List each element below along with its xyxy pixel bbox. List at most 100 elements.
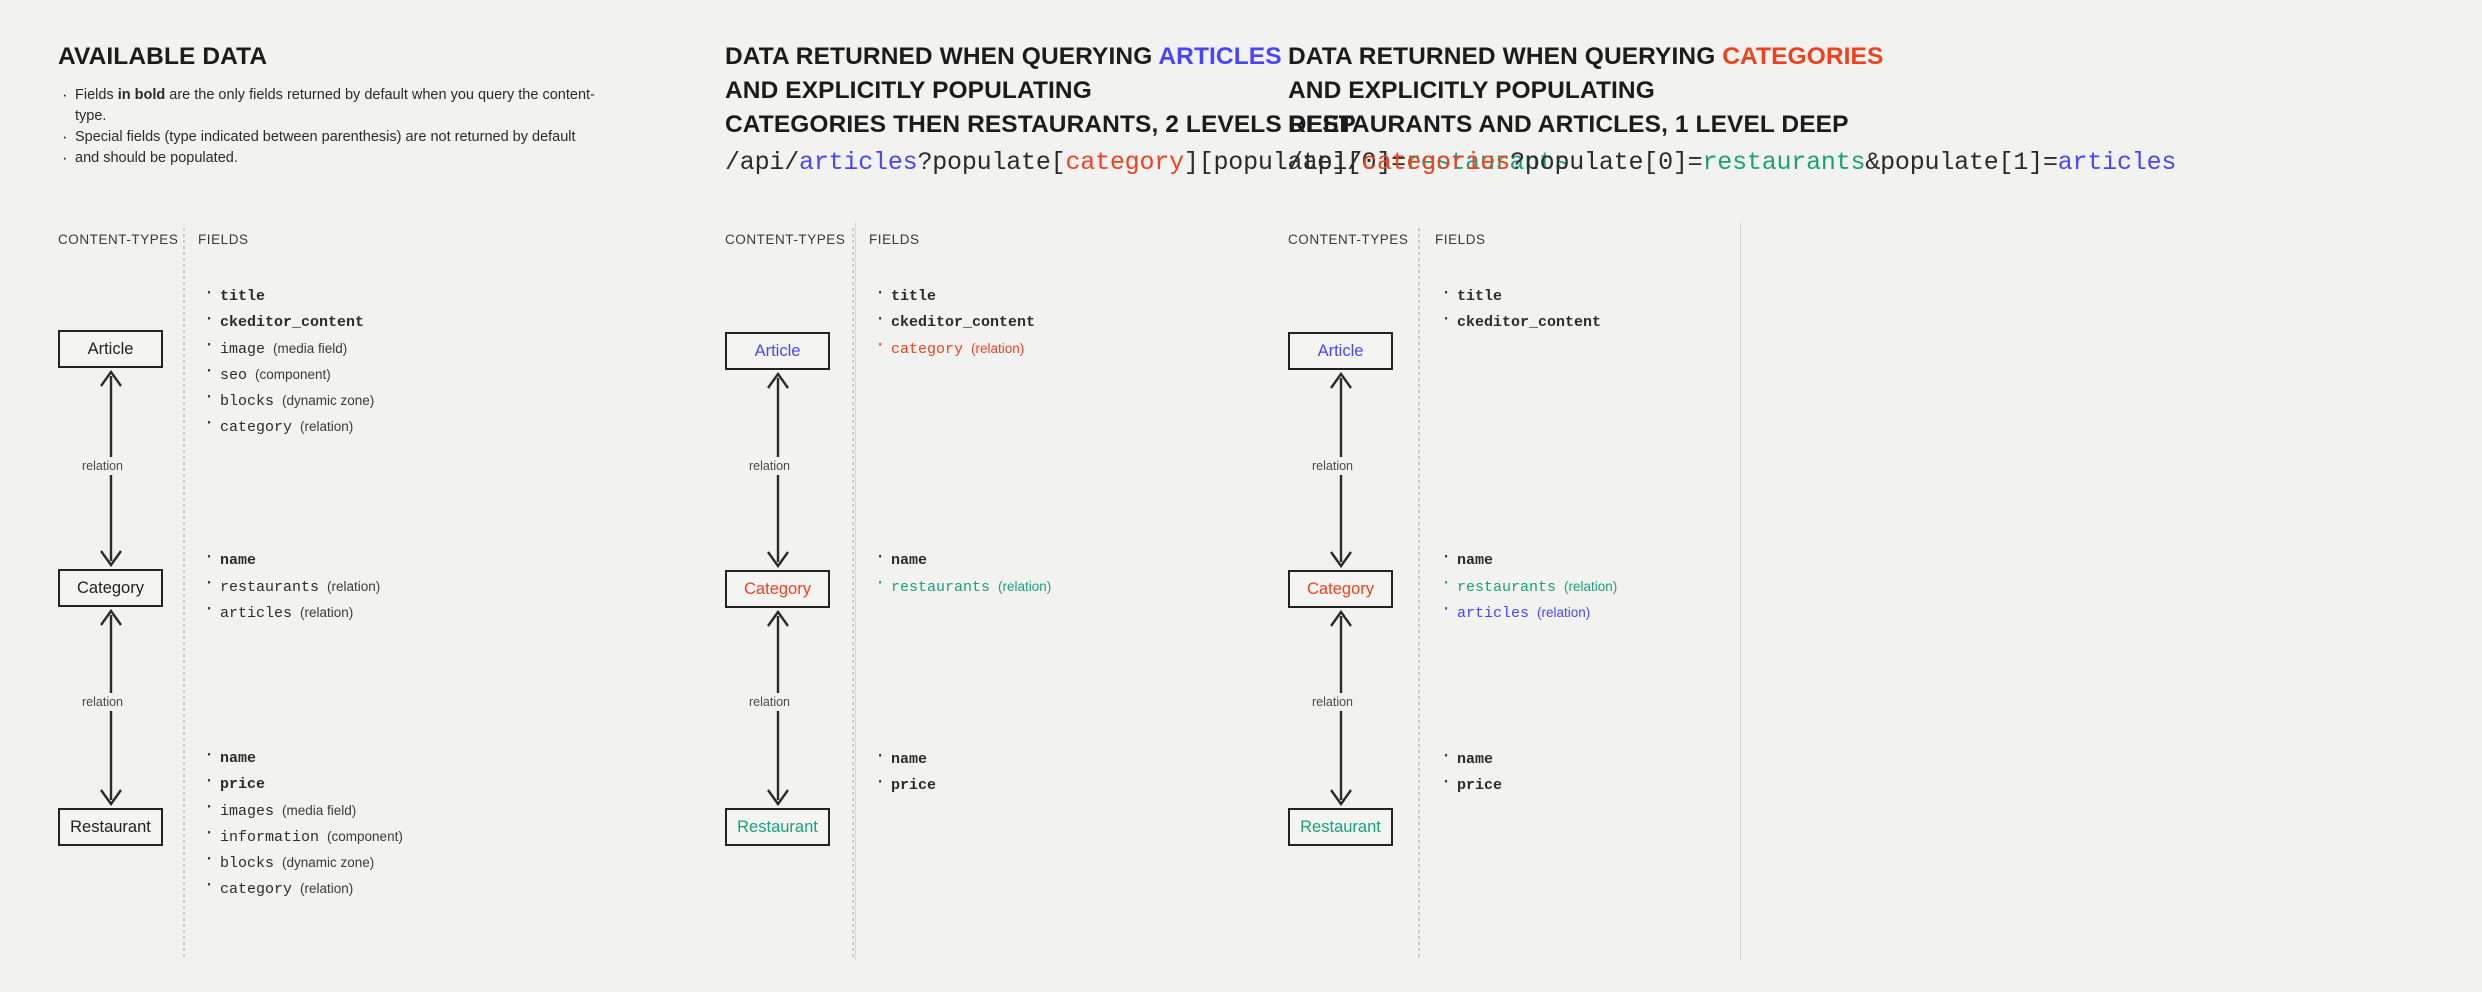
field-type: (relation) [1564, 579, 1618, 594]
field-type: (media field) [282, 803, 357, 818]
field-type: (component) [255, 367, 331, 382]
entity-box-restaurant[interactable]: Restaurant [725, 808, 830, 846]
entity-label: Article [754, 341, 801, 360]
field-name: seo [220, 367, 248, 384]
field-list-article: title ckeditor_content image(media field) s… [198, 281, 374, 440]
field-type: (relation) [300, 419, 354, 434]
entity-box-restaurant[interactable]: Restaurant [1288, 808, 1393, 846]
note-item: Fields in bold are the only fields retur… [62, 84, 618, 127]
title-highlight-articles: ARTICLES [1158, 43, 1282, 70]
field-row: name [869, 545, 1051, 574]
field-row: category(relation) [869, 333, 1035, 362]
field-name: title [1457, 288, 1503, 305]
field-list-article: title ckeditor_content [1435, 281, 1602, 336]
query-token: articles [799, 148, 918, 177]
field-list-category: namerestaurants(relation) [869, 545, 1051, 600]
field-name: blocks [220, 393, 275, 410]
field-name: title [220, 288, 266, 305]
field-name: ckeditor_content [891, 314, 1036, 331]
field-row: blocks (dynamic zone) [198, 847, 403, 876]
relation-label: relation [745, 693, 794, 711]
field-name: ckeditor_content [220, 314, 365, 331]
panel-title-line1: DATA RETURNED WHEN QUERYING ARTICLES [725, 40, 1282, 73]
query-token: restaurants [1702, 148, 1866, 177]
field-row: category (relation) [198, 411, 374, 440]
field-row: price [1435, 770, 1502, 799]
query-token: &populate[1]= [1865, 148, 2058, 177]
field-name: name [220, 552, 257, 569]
field-name: restaurants [220, 579, 320, 596]
field-row: ckeditor_content [198, 307, 374, 336]
entity-box-category[interactable]: Category [725, 570, 830, 608]
field-list-restaurant: nameprice [1435, 744, 1502, 799]
entity-label: Category [1307, 579, 1374, 598]
entity-label: Restaurant [1300, 817, 1381, 836]
title-text: DATA RETURNED WHEN QUERYING [1288, 43, 1723, 70]
query-token: articles [2057, 148, 2177, 177]
entity-label: Restaurant [70, 817, 151, 836]
caption-fields: FIELDS [198, 232, 249, 247]
field-type: (component) [327, 829, 403, 844]
caption-content-types: CONTENT-TYPES [725, 232, 846, 247]
entity-box-article[interactable]: Article [58, 330, 163, 368]
field-row: name [198, 545, 380, 574]
panel-title-line2: AND EXPLICITLY POPULATING [1288, 77, 1655, 104]
caption-fields: FIELDS [869, 232, 920, 247]
field-name: ckeditor_content [1457, 314, 1602, 331]
entity-box-category[interactable]: Category [58, 569, 163, 607]
entity-label: Restaurant [737, 817, 818, 836]
entity-box-category[interactable]: Category [1288, 570, 1393, 608]
panel-query-articles: DATA RETURNED WHEN QUERYING ARTICLES AND… [725, 0, 1580, 992]
field-list-restaurant: name price [869, 744, 937, 799]
field-row: name [198, 743, 403, 772]
field-name: articles [220, 605, 293, 622]
field-row: name [869, 744, 936, 773]
field-name: name [891, 751, 928, 768]
field-name: category [891, 341, 964, 358]
query-token: category [1065, 148, 1184, 177]
field-name: restaurants [891, 579, 991, 596]
field-name: title [891, 288, 937, 305]
inner-divider [183, 228, 185, 960]
entity-label: Article [1317, 341, 1364, 360]
field-row: name [1435, 545, 1617, 574]
note-item: Special fields (type indicated between p… [62, 126, 618, 148]
field-name: image [220, 341, 266, 358]
panel-title-line2: AND EXPLICITLY POPULATING [725, 77, 1092, 104]
field-name: articles [1457, 605, 1530, 622]
field-name: name [220, 750, 257, 767]
inner-divider [852, 228, 854, 960]
relation-label: relation [745, 457, 794, 475]
panel-title-line3: RESTAURANTS AND ARTICLES, 1 LEVEL DEEP [1288, 111, 1849, 138]
field-name: images [220, 803, 275, 820]
panel-title-available-data: AVAILABLE DATA [58, 43, 268, 70]
query-token: ][populate][0]= [1183, 148, 1406, 177]
field-type: (dynamic zone) [282, 855, 375, 870]
query-token: restaurants [1405, 148, 1569, 177]
query-url-articles[interactable]: /api/articles?populate[category][populat… [725, 148, 1569, 177]
query-token: ?populate[ [917, 148, 1066, 177]
field-name: category [220, 419, 293, 436]
field-list-restaurant: name price images (media field) information(… [198, 743, 403, 902]
field-row: name [1435, 744, 1502, 773]
entity-box-article[interactable]: Article [1288, 332, 1393, 370]
entity-label: Category [744, 579, 811, 598]
query-url-categories[interactable]: /api/categories?populate[0]=restaurants&… [1288, 148, 2176, 177]
field-row: information(component) [198, 821, 403, 850]
field-name: blocks [220, 855, 275, 872]
field-row: category(relation) [198, 873, 403, 902]
field-type: (relation) [300, 881, 354, 896]
field-row: ckeditor_content [869, 307, 1036, 336]
field-row: price [198, 769, 403, 798]
entity-box-article[interactable]: Article [725, 332, 830, 370]
panel-query-categories: DATA RETURNED WHEN QUERYING CATEGORIES A… [1288, 0, 2482, 992]
query-token: /api/ [725, 148, 800, 177]
field-row: title [869, 281, 1035, 310]
field-name: name [891, 552, 928, 569]
field-name: name [1457, 552, 1494, 569]
field-name: price [891, 777, 937, 794]
field-row: image(media field) [198, 333, 374, 362]
entity-box-restaurant[interactable]: Restaurant [58, 808, 163, 846]
field-type: (relation) [327, 579, 381, 594]
